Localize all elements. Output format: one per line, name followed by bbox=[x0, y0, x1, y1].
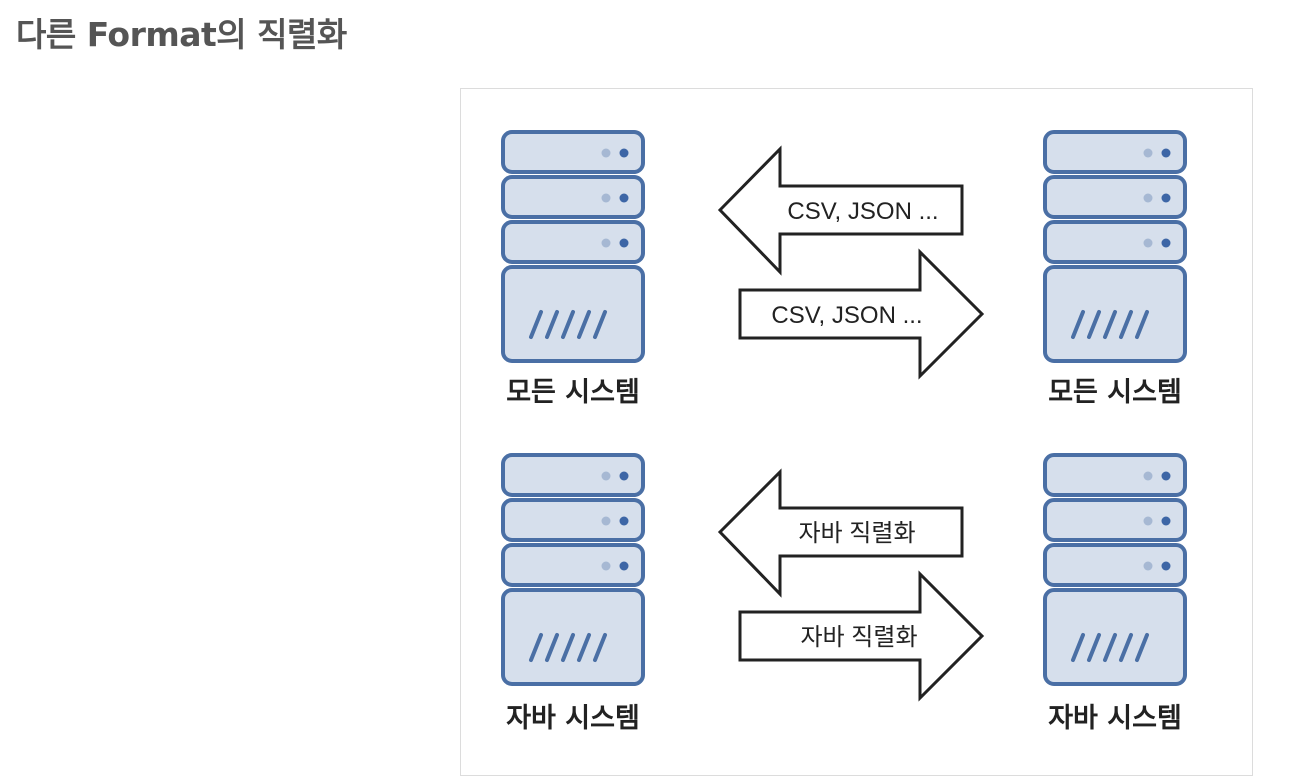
arrow-label-top-left: CSV, JSON ... bbox=[787, 198, 938, 225]
serialization-diagram: 모든 시스템 모든 시스템 자바 시스템 자바 시스템 CSV, JSON ..… bbox=[460, 88, 1253, 776]
caption-bottom-right: 자바 시스템 bbox=[1048, 703, 1182, 734]
caption-top-left: 모든 시스템 bbox=[506, 377, 640, 408]
server-icon-top-left bbox=[501, 130, 645, 363]
page-title: 다른 Format의 직렬화 bbox=[16, 15, 347, 54]
arrow-label-bottom-right: 자바 직렬화 bbox=[800, 624, 917, 651]
server-icon-bottom-left bbox=[501, 453, 645, 686]
server-icon-top-right bbox=[1043, 130, 1187, 363]
server-icon-bottom-right bbox=[1043, 453, 1187, 686]
arrow-left-icon-bottom bbox=[717, 468, 964, 598]
arrow-right-icon-top bbox=[738, 248, 985, 380]
arrow-right-icon-bottom bbox=[738, 570, 985, 702]
arrow-label-bottom-left: 자바 직렬화 bbox=[798, 520, 915, 547]
arrow-label-top-right: CSV, JSON ... bbox=[771, 302, 922, 329]
diagram-canvas: 모든 시스템 모든 시스템 자바 시스템 자바 시스템 CSV, JSON ..… bbox=[501, 130, 1187, 734]
caption-top-right: 모든 시스템 bbox=[1048, 377, 1182, 408]
arrow-left-icon-top bbox=[717, 145, 964, 276]
caption-bottom-left: 자바 시스템 bbox=[506, 703, 640, 734]
